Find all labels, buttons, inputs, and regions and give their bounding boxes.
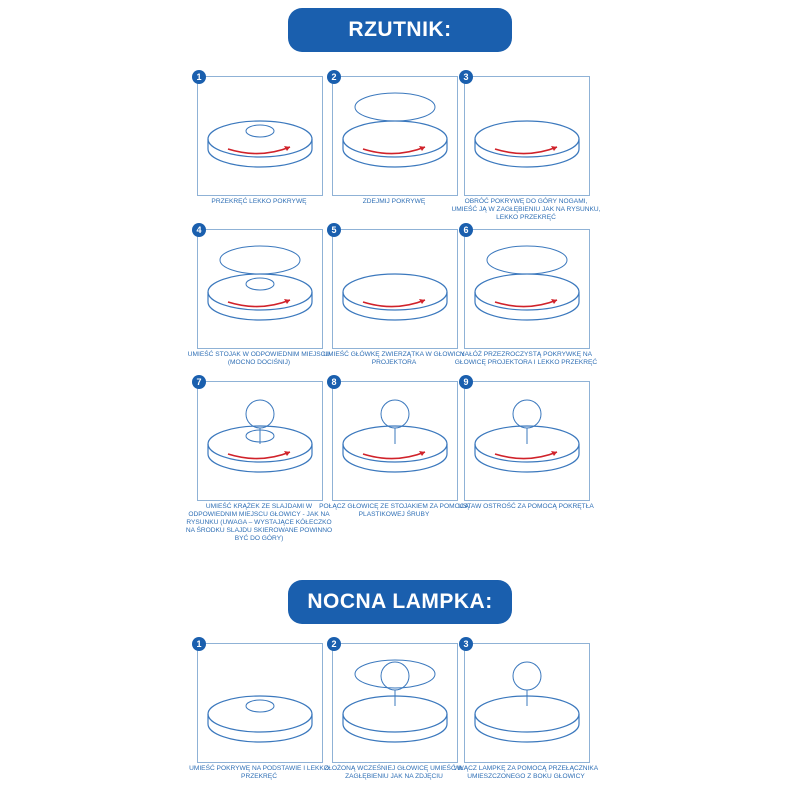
step-illustration: [474, 399, 580, 473]
step-caption: ZŁOŻONĄ WCZEŚNIEJ GŁOWICĘ UMIEŚĆ W ZAGŁĘ…: [324, 765, 464, 780]
step-panel: 2: [327, 70, 458, 196]
step-caption: PRZEKRĘĆ LEKKO POKRYWĘ: [211, 198, 307, 205]
step-caption: UMIEŚĆ GŁÓWKĘ ZWIERZĄTKA W GŁOWICY PROJE…: [323, 351, 465, 366]
section-title: NOCNA LAMPKA:: [288, 580, 512, 624]
step-number: 2: [327, 70, 341, 84]
step-number: 3: [459, 70, 473, 84]
step-illustration: [342, 273, 448, 321]
step-panel: 3: [459, 637, 590, 763]
step-panel: 1: [192, 70, 323, 196]
step-illustration: [474, 661, 580, 743]
step-illustration: [474, 120, 580, 168]
step-panel: 7: [192, 375, 323, 501]
step-panel: 8: [327, 375, 458, 501]
step-illustration: [207, 695, 313, 743]
section-title: RZUTNIK:: [288, 8, 512, 52]
step-caption: ZDEJMIJ POKRYWĘ: [362, 198, 426, 205]
step-panel: 1: [192, 637, 323, 763]
step-number: 2: [327, 637, 341, 651]
step-illustration: [474, 245, 580, 321]
step-illustration: [342, 659, 448, 743]
step-illustration: [342, 92, 448, 168]
step-caption: OBRÓĆ POKRYWĘ DO GÓRY NOGAMI, UMIEŚĆ JĄ …: [451, 198, 601, 221]
step-number: 9: [459, 375, 473, 389]
step-panel: 4: [192, 223, 323, 349]
step-illustration: [207, 399, 313, 473]
step-caption: POŁĄCZ GŁOWICĘ ZE STOJAKIEM ZA POMOCĄ PL…: [319, 503, 469, 518]
step-number: 7: [192, 375, 206, 389]
step-illustration: [207, 120, 313, 168]
step-caption: WŁĄCZ LAMPKĘ ZA POMOCĄ PRZEŁĄCZNIKA UMIE…: [453, 765, 599, 780]
step-panel: 2: [327, 637, 458, 763]
step-caption: UMIEŚĆ STOJAK W ODPOWIEDNIM MIEJSCU (MOC…: [187, 351, 331, 366]
step-caption: USTAW OSTROŚĆ ZA POMOCĄ POKRĘTŁA: [458, 503, 594, 510]
step-panel: 9: [459, 375, 590, 501]
step-number: 3: [459, 637, 473, 651]
step-number: 1: [192, 70, 206, 84]
step-illustration: [342, 399, 448, 473]
step-panel: 5: [327, 223, 458, 349]
step-caption: NAŁÓŻ PRZEZROCZYSTĄ POKRYWKĘ NA GŁOWICĘ …: [454, 351, 598, 366]
step-number: 8: [327, 375, 341, 389]
step-panel: 6: [459, 223, 590, 349]
step-number: 6: [459, 223, 473, 237]
step-panel: 3: [459, 70, 590, 196]
step-illustration: [207, 245, 313, 321]
step-number: 1: [192, 637, 206, 651]
step-caption: UMIEŚĆ POKRYWĘ NA PODSTAWIE I LEKKO PRZE…: [189, 765, 329, 780]
step-caption: UMIEŚĆ KRĄŻEK ZE SLAJDAMI W ODPOWIEDNIM …: [185, 503, 333, 542]
step-number: 5: [327, 223, 341, 237]
step-number: 4: [192, 223, 206, 237]
